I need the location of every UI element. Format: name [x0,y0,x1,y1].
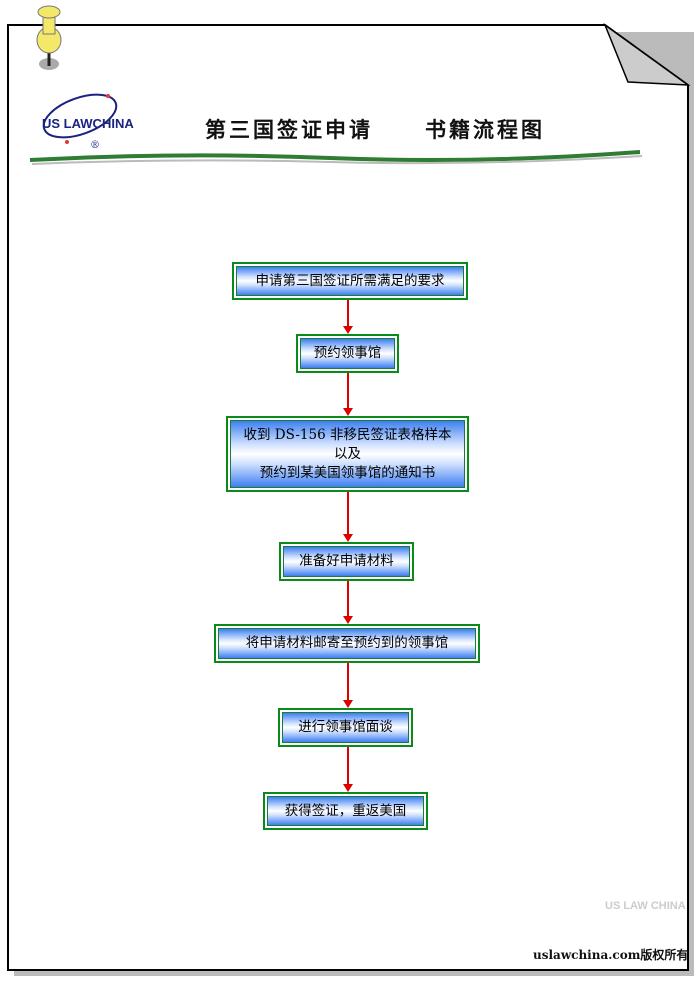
flow-arrow [343,747,353,792]
flow-step-text: 获得签证，重返美国 [284,802,407,819]
flow-step-text: 预约到某美国领事馆的通知书 [259,464,436,481]
logo: US LAWCHINA ® [42,93,134,151]
watermark-logo: US LAW CHINA [605,900,686,912]
flow-step: 预约领事馆 [296,334,399,373]
flow-step: 将申请材料邮寄至预约到的领事馆 [214,624,480,663]
decorative-divider [29,150,643,165]
flow-step-text: 预约领事馆 [313,345,382,361]
flow-arrow [343,581,353,624]
pushpin-icon [36,5,62,70]
svg-text:US LAWCHINA: US LAWCHINA [42,116,134,131]
flow-step: 申请第三国签证所需满足的要求 [232,262,468,300]
flow-step: 收到 DS-156 非移民签证表格样本以及预约到某美国领事馆的通知书 [226,416,469,492]
flow-step: 获得签证，重返美国 [263,792,428,830]
flow-step: 进行领事馆面谈 [278,708,413,747]
flow-step-text: 将申请材料邮寄至预约到的领事馆 [245,635,449,651]
flow-step-text: 收到 DS-156 非移民签证表格样本 [243,426,452,443]
flow-arrow [343,373,353,416]
flow-step: 准备好申请材料 [279,542,414,581]
page-title: 第三国签证申请书籍流程图 [205,118,545,142]
flow-step-text: 进行领事馆面谈 [298,719,393,735]
flow-arrow [343,492,353,542]
flow-step-text: 准备好申请材料 [299,553,394,569]
flow-step-text: 申请第三国签证所需满足的要求 [255,272,445,289]
svg-text:®: ® [90,140,100,151]
flow-arrow [343,663,353,708]
flow-arrow [343,300,353,334]
copyright-text: uslawchina.com版权所有 [533,948,689,962]
flow-step-text: 以及 [334,445,361,462]
